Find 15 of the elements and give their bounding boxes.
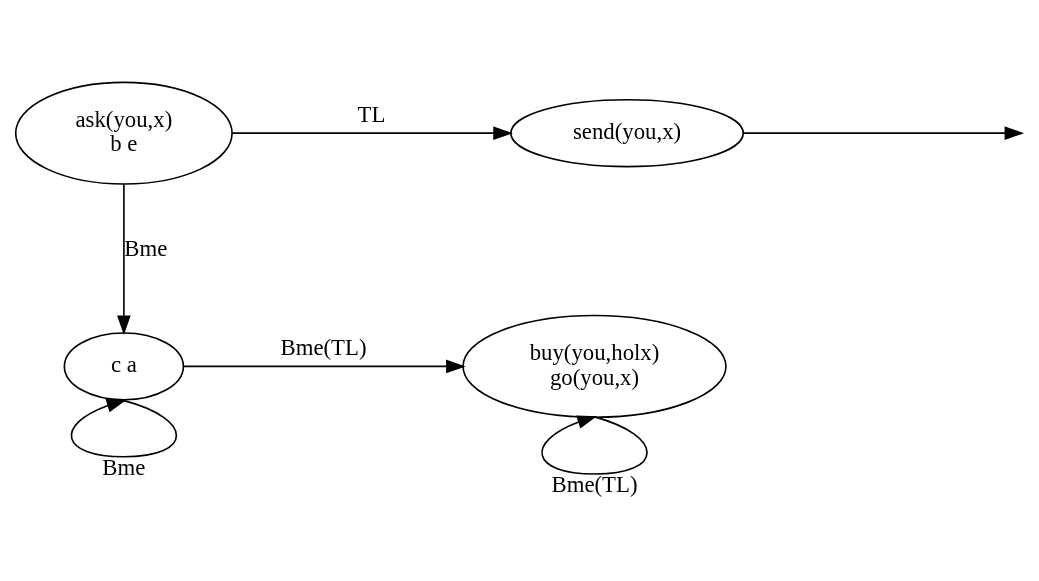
node-ellipse: buy(you,holx) go(you,x) bbox=[462, 314, 727, 419]
node-ellipse: c a bbox=[63, 332, 185, 401]
edge-label: Bme(TL) bbox=[551, 472, 638, 498]
arrow bbox=[70, 399, 178, 458]
arrow bbox=[231, 126, 513, 140]
arrow bbox=[183, 359, 466, 374]
node-ellipse: ask(you,x) b e bbox=[14, 81, 233, 185]
arrow bbox=[742, 126, 1025, 140]
arrow bbox=[541, 415, 648, 475]
edge-label: Bme bbox=[124, 235, 168, 261]
edge-label: Bme(TL) bbox=[280, 335, 367, 361]
arrow bbox=[117, 183, 131, 335]
edge-label: Bme bbox=[102, 455, 146, 481]
node-ellipse: send(you,x) bbox=[510, 98, 745, 168]
edge-label: TL bbox=[357, 102, 386, 128]
